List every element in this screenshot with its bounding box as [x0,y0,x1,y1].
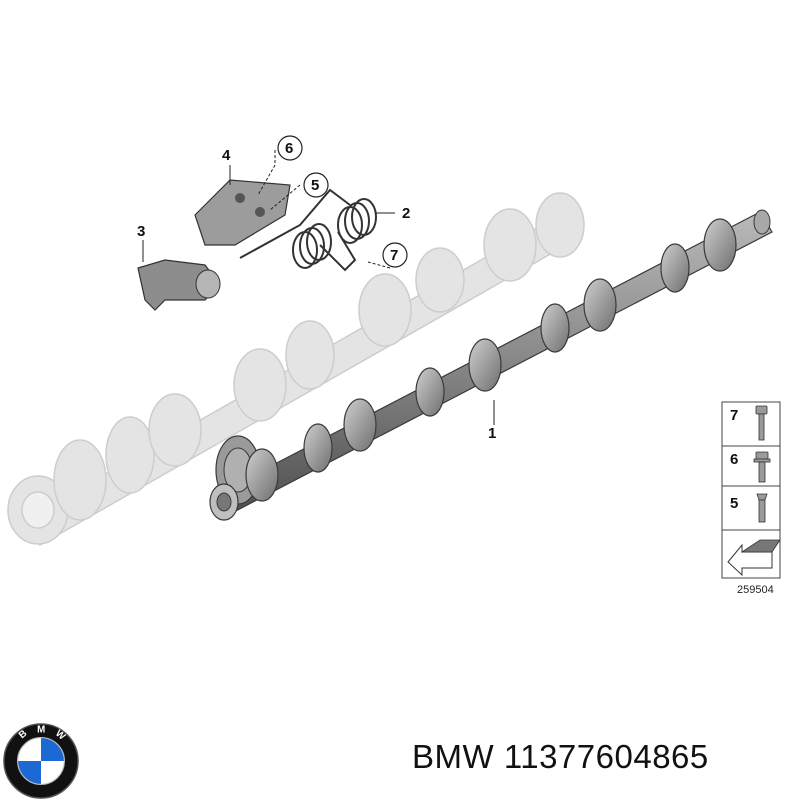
spring-part-2 [239,188,377,272]
callout-6: 6 [285,140,293,157]
camshaft [209,209,773,521]
svg-text:M: M [37,725,45,736]
brand-part-number: BMW 11377604865 [412,738,709,775]
legend-item-5: 5 [730,495,738,512]
callout-5-circle: 5 [303,172,329,198]
hardware-legend: 7 6 5 [721,401,781,579]
ghost-camshaft [7,192,585,547]
bracket-part-4 [194,179,291,246]
sensor-part-3 [137,259,221,311]
direction-arrow-icon [727,539,781,577]
flange-screw-icon [753,451,771,483]
callout-2: 2 [402,205,410,222]
legend-item-7: 7 [730,407,738,424]
screw-icon [756,493,768,523]
bolt-icon [755,405,768,441]
callout-1: 1 [488,425,496,442]
leader-lines [142,150,495,425]
bmw-logo: B M W [3,723,79,799]
callout-7: 7 [390,247,398,264]
callout-5: 5 [311,177,319,194]
callout-7-circle: 7 [382,242,408,268]
callout-3: 3 [137,223,145,240]
callout-6-circle: 6 [277,135,303,161]
callout-4: 4 [222,147,231,164]
legend-item-6: 6 [730,451,738,468]
reference-number: 259504 [737,584,774,596]
